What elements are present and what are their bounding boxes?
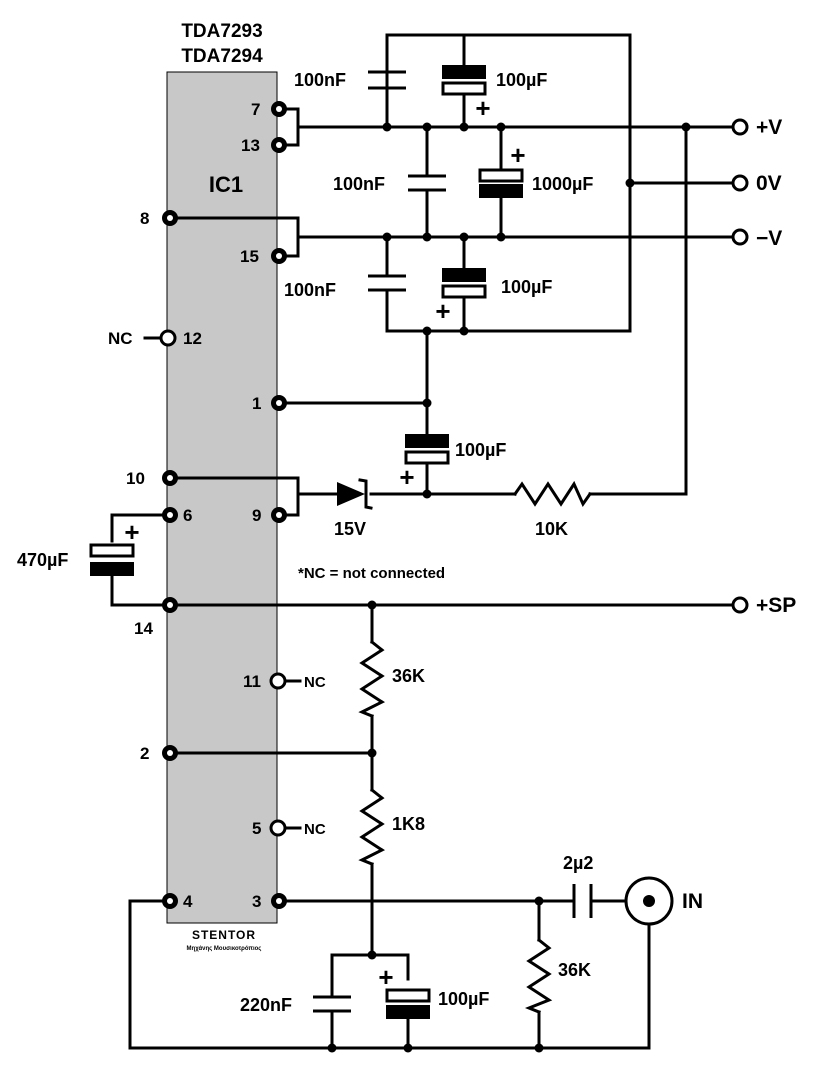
terminal-0v-label: 0V [756, 172, 782, 195]
pin-15-label: 15 [240, 247, 259, 266]
plus-mark: + [378, 962, 393, 992]
stentor-logo: STENTOR [192, 928, 256, 942]
r-fb2-label: 1K8 [392, 814, 425, 834]
c-top-elec-label: 100µF [496, 70, 547, 90]
c-bootstrap-label: 100µF [455, 440, 506, 460]
pin-3-label: 3 [252, 892, 261, 911]
pin-2-label: 2 [140, 744, 149, 763]
junctions [327, 122, 691, 1053]
input-jack [624, 876, 674, 926]
plus-mark: + [475, 93, 490, 123]
ic-pins [159, 101, 287, 909]
nc-label-5: NC [304, 821, 326, 838]
zener-label: 15V [334, 519, 366, 539]
r-in-label: 36K [558, 960, 591, 980]
c-top-film-label: 100nF [294, 70, 346, 90]
terminal-labels: +V 0V −V +SP IN [682, 116, 796, 913]
r-mute-label: 10K [535, 519, 568, 539]
pin-9-label: 9 [252, 506, 261, 525]
nc-label-12: NC [108, 329, 133, 348]
pin-11-label: 11 [243, 672, 261, 691]
resistor-1k8 [358, 787, 386, 866]
c-low-elec-label: 100µF [501, 277, 552, 297]
c-gnd-film-label: 220nF [240, 995, 292, 1015]
pin-5-label: 5 [252, 819, 261, 838]
pin-7-label: 7 [251, 100, 260, 119]
nc-label-11: NC [304, 674, 326, 691]
stentor-logo-subtitle: Μηχάνης Μουσικοτρόπιος [187, 946, 262, 952]
resistors [358, 480, 593, 1014]
terminals [731, 118, 749, 614]
terminal-vpos-label: +V [756, 116, 782, 139]
pin-6-label: 6 [183, 506, 192, 525]
ic-part-1: TDA7293 [181, 21, 262, 42]
pin-14-label: 14 [134, 619, 153, 638]
resistor-36k [358, 639, 386, 718]
terminal-vneg-label: −V [756, 227, 782, 250]
polarity-marks: + + + + + + [124, 93, 525, 992]
ic-body [166, 71, 278, 924]
pin-8-label: 8 [140, 209, 149, 228]
ic-part-2: TDA7294 [181, 46, 263, 67]
c-mid-elec-label: 1000µF [532, 174, 593, 194]
plus-mark: + [124, 517, 139, 547]
pin-1-label: 1 [252, 394, 261, 413]
pin-12-label: 12 [183, 329, 202, 348]
c-in-label: 2µ2 [563, 853, 593, 873]
pin-10-label: 10 [126, 469, 145, 488]
wires [110, 33, 737, 1050]
c-low-film-label: 100nF [284, 280, 336, 300]
c-gnd-elec-label: 100µF [438, 989, 489, 1009]
resistor-10k [512, 480, 593, 508]
pin-4-label: 4 [183, 892, 193, 911]
component-labels: 100nF 100µF 100nF 1000µF 100nF 100µF 100… [17, 70, 593, 1015]
plus-mark: + [510, 140, 525, 170]
plus-mark: + [399, 462, 414, 492]
pin-13-label: 13 [241, 136, 260, 155]
ic-ref: IC1 [209, 172, 243, 197]
zener-diode [337, 478, 373, 510]
nc-note: *NC = not connected [298, 565, 445, 582]
resistor-36k-input [524, 937, 553, 1014]
plus-mark: + [435, 296, 450, 326]
c-mid-film-label: 100nF [333, 174, 385, 194]
terminal-sp-label: +SP [756, 594, 796, 617]
capacitors [89, 65, 593, 1019]
pin-labels: 7 13 8 15 12 1 10 6 9 14 11 2 5 4 3 [126, 100, 261, 911]
r-fb1-label: 36K [392, 666, 425, 686]
c-left-label: 470µF [17, 550, 68, 570]
terminal-in-label: IN [682, 890, 703, 913]
